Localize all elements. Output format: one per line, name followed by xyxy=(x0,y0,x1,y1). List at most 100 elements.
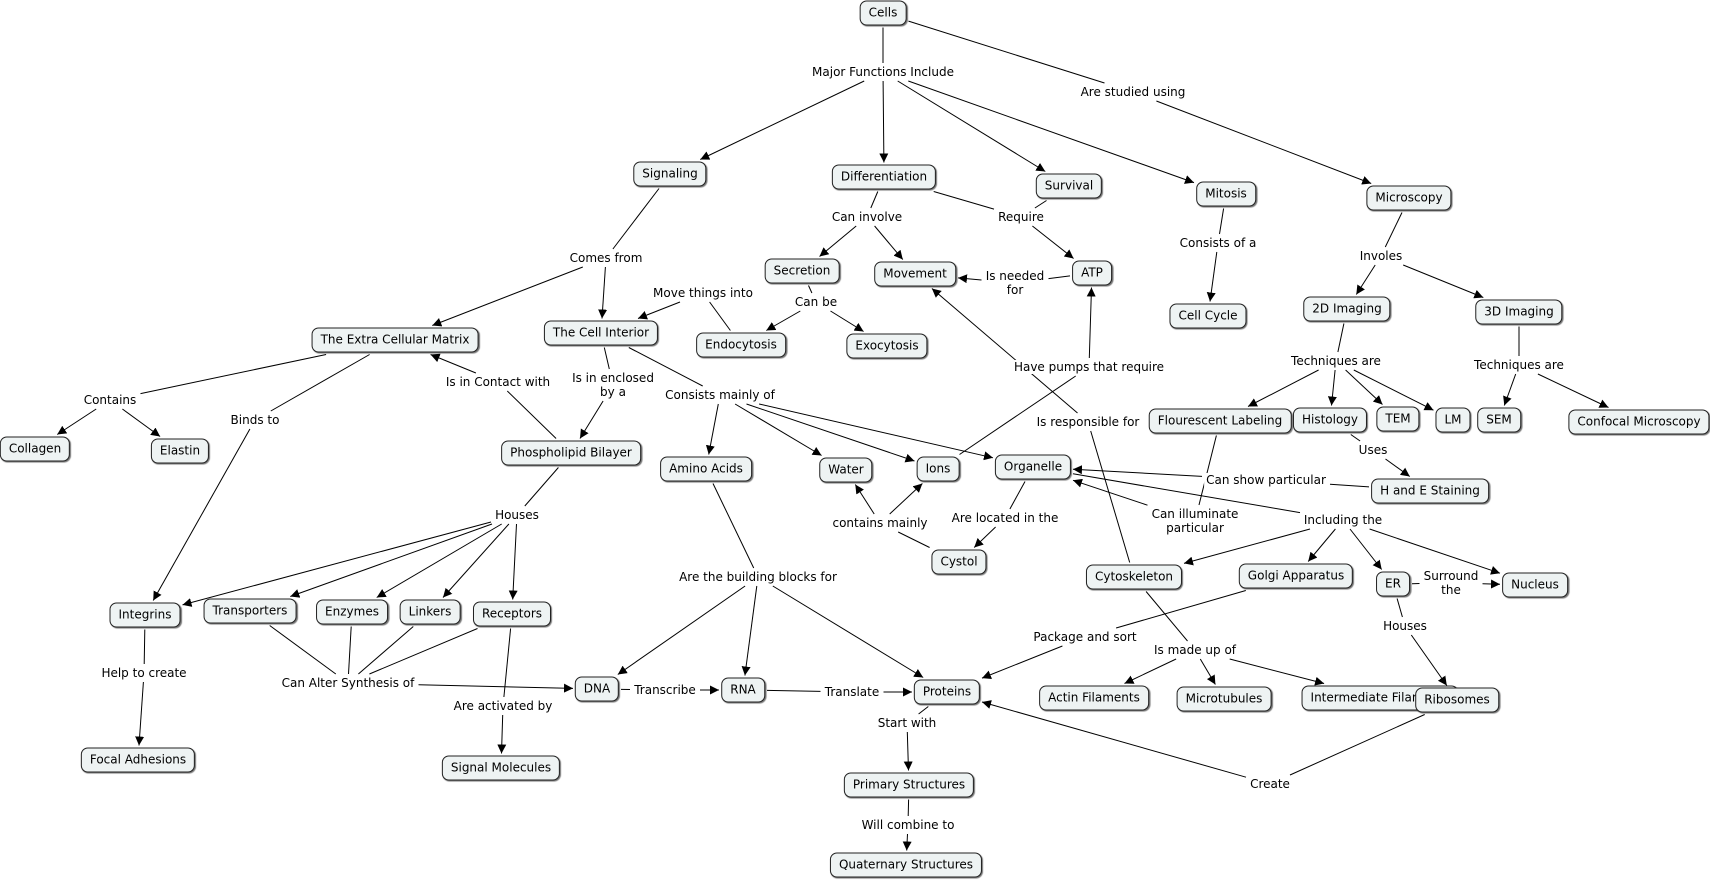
concept-fluorescent: Flourescent Labeling xyxy=(1148,408,1292,434)
link-phrase-package-sort: Package and sort xyxy=(1031,630,1139,644)
concept-mitosis: Mitosis xyxy=(1196,181,1256,207)
concept-quaternary-structures: Quaternary Structures xyxy=(829,852,983,878)
concept-imaging-3d: 3D Imaging xyxy=(1475,299,1563,325)
connector-major-functions-to-differentiation xyxy=(879,80,889,163)
connector-consists-of-a-to-cell-cycle xyxy=(1206,251,1218,302)
concept-tem: TEM xyxy=(1376,406,1420,432)
link-phrase-binds-to: Binds to xyxy=(228,413,282,427)
concept-lm: LM xyxy=(1435,407,1471,433)
concept-cytoskeleton: Cytoskeleton xyxy=(1085,564,1183,590)
connector-enclosed-by-to-phospholipid xyxy=(579,400,604,439)
connector-cell-interior-to-enclosed-by xyxy=(603,347,610,370)
link-phrase-in-contact-with: Is in Contact with xyxy=(443,375,553,389)
concept-atp: ATP xyxy=(1072,260,1112,286)
concept-rna: RNA xyxy=(721,677,765,703)
connector-microscopy-to-involes xyxy=(1384,212,1403,248)
connector-fluorescent-to-illuminate xyxy=(1198,435,1217,506)
link-phrase-comes-from: Comes from xyxy=(567,251,645,265)
concept-focal-adhesions: Focal Adhesions xyxy=(80,747,196,773)
connector-is-needed-for-to-movement xyxy=(957,274,982,284)
connector-ions-to-have-pumps xyxy=(959,375,1076,455)
connector-ecm-to-binds-to xyxy=(270,354,370,412)
connector-contains-mainly-to-water xyxy=(854,484,875,515)
link-phrase-uses: Uses xyxy=(1356,443,1390,457)
connector-create-to-proteins xyxy=(981,700,1247,778)
link-phrase-made-up-of: Is made up of xyxy=(1151,643,1239,657)
concept-secretion: Secretion xyxy=(764,258,840,284)
connector-located-in-to-cystol xyxy=(973,526,996,548)
connector-require-to-atp xyxy=(1032,225,1074,259)
concept-imaging-2d: 2D Imaging xyxy=(1303,296,1391,322)
connector-techniques-2d-to-tem xyxy=(1345,369,1383,405)
concept-collagen: Collagen xyxy=(0,436,71,462)
concept-primary-structures: Primary Structures xyxy=(843,772,975,798)
concept-ions: Ions xyxy=(916,456,960,482)
concept-cystol: Cystol xyxy=(931,549,987,575)
connector-building-blocks-to-rna xyxy=(741,585,758,676)
concept-endocytosis: Endocytosis xyxy=(696,332,786,358)
connector-signaling-to-comes-from xyxy=(612,188,660,250)
connector-atp-to-is-needed-for xyxy=(1048,275,1071,280)
link-phrase-alter-synthesis: Can Alter Synthesis of xyxy=(279,676,417,690)
concept-survival: Survival xyxy=(1035,173,1103,199)
connector-will-combine-to-quaternary-structures xyxy=(902,833,912,851)
connector-contains-to-elastin xyxy=(122,408,161,437)
connector-differentiation-to-can-involve xyxy=(870,191,879,209)
link-phrase-techniques-3d: Techniques are xyxy=(1472,358,1566,372)
connector-techniques-2d-to-fluorescent xyxy=(1247,369,1319,407)
link-phrase-including-the: Including the xyxy=(1301,513,1385,527)
connector-in-contact-with-to-ecm xyxy=(430,353,477,374)
connector-organelle-to-including-the xyxy=(1072,473,1301,514)
concept-sem: SEM xyxy=(1477,407,1521,433)
concept-transporters: Transporters xyxy=(203,598,297,624)
concept-nucleus: Nucleus xyxy=(1502,572,1568,598)
connector-organelle-to-located-in xyxy=(1009,481,1026,510)
link-phrase-transcribe: Transcribe xyxy=(632,683,698,697)
connector-receptors-to-activated-by xyxy=(503,628,512,698)
connector-alter-synthesis-to-dna xyxy=(418,683,574,693)
connector-show-particular-to-organelle xyxy=(1072,465,1203,477)
connector-cystol-to-contains-mainly xyxy=(897,531,930,548)
connector-made-up-of-to-microtubules xyxy=(1199,658,1216,685)
concept-he-staining: H and E Staining xyxy=(1371,478,1489,504)
link-phrase-studied-using: Are studied using xyxy=(1078,85,1188,99)
connector-major-functions-to-survival xyxy=(897,80,1046,172)
concept-linkers: Linkers xyxy=(399,599,461,625)
connector-can-involve-to-movement xyxy=(874,225,904,260)
concept-cell-interior: The Cell Interior xyxy=(543,320,659,346)
connector-building-blocks-to-proteins xyxy=(772,585,924,678)
connector-proteins-to-start-with xyxy=(918,706,929,715)
connector-contains-to-collagen xyxy=(56,408,97,435)
connector-start-with-to-primary-structures xyxy=(903,731,913,771)
connector-imaging-2d-to-techniques-2d xyxy=(1337,323,1345,353)
connector-consists-mainly-to-ions xyxy=(746,403,915,463)
connector-ecm-to-contains xyxy=(140,354,327,395)
link-phrase-contains: Contains xyxy=(81,393,139,407)
connector-contains-mainly-to-ions xyxy=(889,483,923,515)
connector-studied-using-to-microscopy xyxy=(1156,100,1372,185)
concept-confocal: Confocal Microscopy xyxy=(1568,409,1710,435)
concept-amino-acids: Amino Acids xyxy=(660,456,752,482)
link-phrase-major-functions: Major Functions Include xyxy=(810,65,956,79)
connector-cytoskeleton-to-responsible-for xyxy=(1090,430,1131,563)
connector-consists-mainly-to-water xyxy=(734,403,822,456)
connector-comes-from-to-ecm xyxy=(432,266,583,327)
connector-survival-to-require xyxy=(1034,200,1047,209)
concept-histology: Histology xyxy=(1292,407,1368,433)
connector-activated-by-to-signal-molecules xyxy=(497,714,507,754)
concept-differentiation: Differentiation xyxy=(831,164,937,190)
link-phrase-houses-bilayer: Houses xyxy=(493,508,541,522)
link-phrase-responsible-for: Is responsible for xyxy=(1034,415,1142,429)
connector-package-sort-to-proteins xyxy=(981,645,1063,679)
connector-amino-acids-to-building-blocks xyxy=(712,483,755,569)
connector-uses-to-he-staining xyxy=(1385,458,1411,477)
connector-responsible-for-to-movement xyxy=(931,288,1078,414)
link-phrase-move-things-into: Move things into xyxy=(651,286,755,300)
concept-actin: Actin Filaments xyxy=(1039,685,1149,711)
concept-phospholipid: Phospholipid Bilayer xyxy=(501,440,641,466)
concept-water: Water xyxy=(819,457,873,483)
